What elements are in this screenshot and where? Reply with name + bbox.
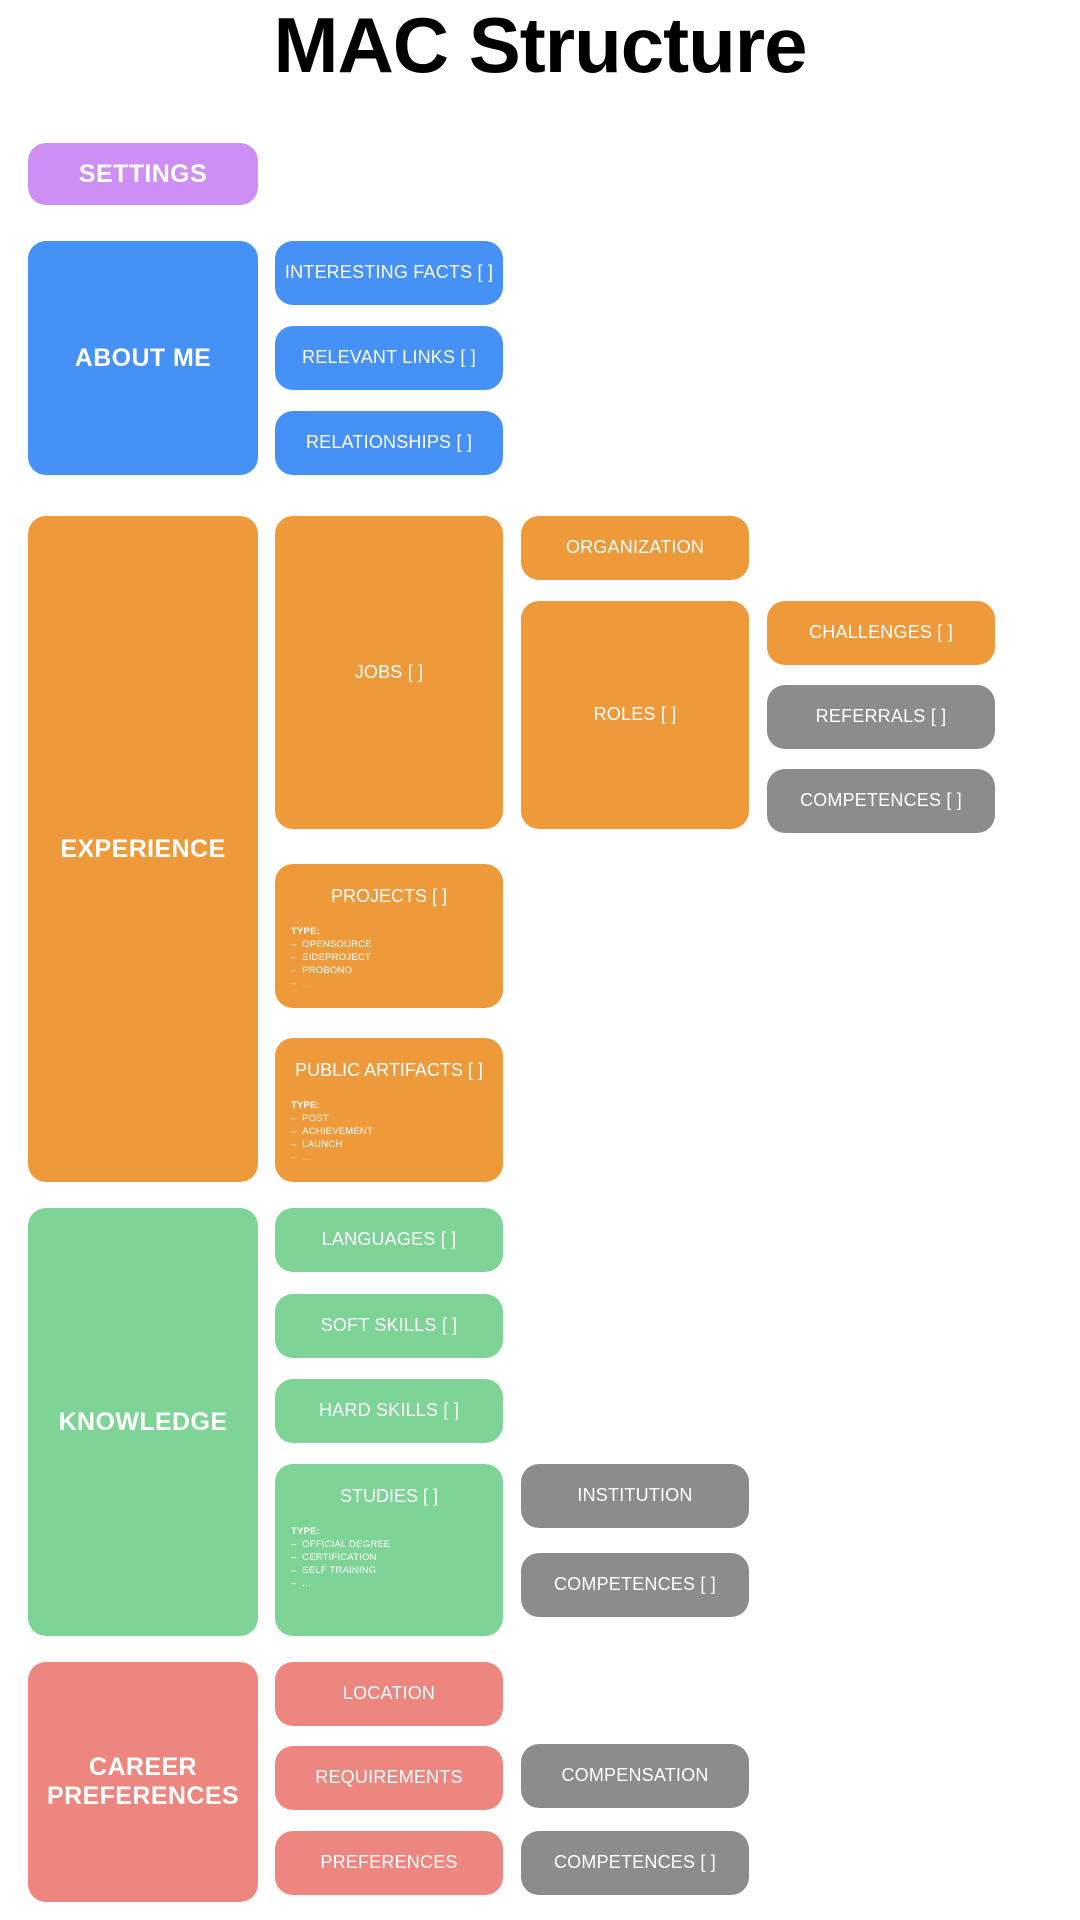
node-organization[interactable]: ORGANIZATION	[521, 516, 749, 580]
node-about-me[interactable]: ABOUT ME	[28, 241, 258, 475]
node-organization-label: ORGANIZATION	[565, 537, 705, 558]
typelist-heading: TYPE:	[291, 926, 320, 937]
typelist-item: – SIDEPROJECT	[291, 952, 371, 964]
node-challenges-label: CHALLENGES [ ]	[809, 622, 953, 643]
typelist-item: – SELF TRAINING	[291, 1565, 377, 1577]
node-relevant-links[interactable]: RELEVANT LINKS [ ]	[275, 326, 503, 390]
node-preferences-label: PREFERENCES	[320, 1852, 458, 1873]
node-compensation[interactable]: COMPENSATION	[521, 1744, 749, 1808]
node-experience-label: EXPERIENCE	[60, 834, 226, 863]
node-experience-competences[interactable]: COMPETENCES [ ]	[767, 769, 995, 833]
typelist-item: – ...	[291, 1578, 311, 1590]
node-relationships-label: RELATIONSHIPS [ ]	[305, 432, 473, 453]
node-languages-label: LANGUAGES [ ]	[321, 1229, 457, 1250]
node-studies-label: STUDIES [ ]	[339, 1486, 438, 1506]
typelist-item: – CERTIFICATION	[291, 1552, 377, 1564]
node-knowledge-competences-label: COMPETENCES [ ]	[553, 1574, 717, 1595]
node-institution-label: INSTITUTION	[577, 1485, 693, 1506]
node-institution[interactable]: INSTITUTION	[521, 1464, 749, 1528]
node-soft-skills[interactable]: SOFT SKILLS [ ]	[275, 1294, 503, 1358]
node-public-artifacts-label: PUBLIC ARTIFACTS [ ]	[295, 1060, 483, 1080]
node-public-artifacts[interactable]: PUBLIC ARTIFACTS [ ] TYPE: – POST – ACHI…	[275, 1038, 503, 1182]
node-hard-skills[interactable]: HARD SKILLS [ ]	[275, 1379, 503, 1443]
node-studies[interactable]: STUDIES [ ] TYPE: – OFFICIAL DEGREE – CE…	[275, 1464, 503, 1636]
node-settings[interactable]: SETTINGS	[28, 143, 258, 205]
typelist-item: – OPENSOURCE	[291, 939, 372, 951]
page-title: MAC Structure	[273, 1, 807, 89]
node-knowledge[interactable]: KNOWLEDGE	[28, 1208, 258, 1636]
typelist-heading: TYPE:	[291, 1526, 320, 1537]
typelist-item: – ACHIEVEMENT	[291, 1126, 373, 1138]
node-about-me-label: ABOUT ME	[74, 343, 212, 372]
node-relationships[interactable]: RELATIONSHIPS [ ]	[275, 411, 503, 475]
node-interesting-facts-label: INTERESTING FACTS [ ]	[284, 262, 494, 283]
node-referrals-label: REFERRALS [ ]	[815, 706, 947, 727]
node-projects-label: PROJECTS [ ]	[330, 886, 447, 906]
typelist-item: – OFFICIAL DEGREE	[291, 1539, 391, 1551]
node-soft-skills-label: SOFT SKILLS [ ]	[320, 1315, 458, 1336]
node-career-preferences-label: CAREER PREFERENCES	[47, 1753, 239, 1810]
node-jobs[interactable]: JOBS [ ]	[275, 516, 503, 829]
node-career-preferences[interactable]: CAREER PREFERENCES	[28, 1662, 258, 1902]
typelist-heading: TYPE:	[291, 1100, 320, 1111]
node-jobs-label: JOBS [ ]	[354, 661, 424, 682]
node-preferences[interactable]: PREFERENCES	[275, 1831, 503, 1895]
node-projects-typelist: TYPE: – OPENSOURCE – SIDEPROJECT – PROBO…	[291, 925, 503, 991]
node-languages[interactable]: LANGUAGES [ ]	[275, 1208, 503, 1272]
node-challenges[interactable]: CHALLENGES [ ]	[767, 601, 995, 665]
node-settings-label: SETTINGS	[78, 159, 208, 188]
node-studies-typelist: TYPE: – OFFICIAL DEGREE – CERTIFICATION …	[291, 1525, 503, 1591]
node-referrals[interactable]: REFERRALS [ ]	[767, 685, 995, 749]
node-requirements-label: REQUIREMENTS	[315, 1767, 463, 1788]
node-relevant-links-label: RELEVANT LINKS [ ]	[302, 347, 476, 368]
typelist-item: – ...	[291, 1152, 311, 1164]
node-knowledge-label: KNOWLEDGE	[58, 1407, 228, 1436]
node-hard-skills-label: HARD SKILLS [ ]	[318, 1400, 460, 1421]
typelist-item: – LAUNCH	[291, 1139, 343, 1151]
node-interesting-facts[interactable]: INTERESTING FACTS [ ]	[275, 241, 503, 305]
node-location[interactable]: LOCATION	[275, 1662, 503, 1726]
node-experience[interactable]: EXPERIENCE	[28, 516, 258, 1182]
node-requirements[interactable]: REQUIREMENTS	[275, 1746, 503, 1810]
node-location-label: LOCATION	[342, 1683, 436, 1704]
typelist-item: – PROBONO	[291, 965, 353, 977]
node-experience-competences-label: COMPETENCES [ ]	[799, 790, 963, 811]
node-public-artifacts-typelist: TYPE: – POST – ACHIEVEMENT – LAUNCH – ..…	[291, 1099, 503, 1165]
node-career-competences[interactable]: COMPETENCES [ ]	[521, 1831, 749, 1895]
node-roles-label: ROLES [ ]	[593, 704, 677, 725]
typelist-item: – ...	[291, 978, 311, 990]
node-career-competences-label: COMPETENCES [ ]	[553, 1852, 717, 1873]
node-roles[interactable]: ROLES [ ]	[521, 601, 749, 829]
typelist-item: – POST	[291, 1113, 329, 1125]
node-compensation-label: COMPENSATION	[561, 1765, 709, 1786]
node-knowledge-competences[interactable]: COMPETENCES [ ]	[521, 1553, 749, 1617]
node-projects[interactable]: PROJECTS [ ] TYPE: – OPENSOURCE – SIDEPR…	[275, 864, 503, 1008]
